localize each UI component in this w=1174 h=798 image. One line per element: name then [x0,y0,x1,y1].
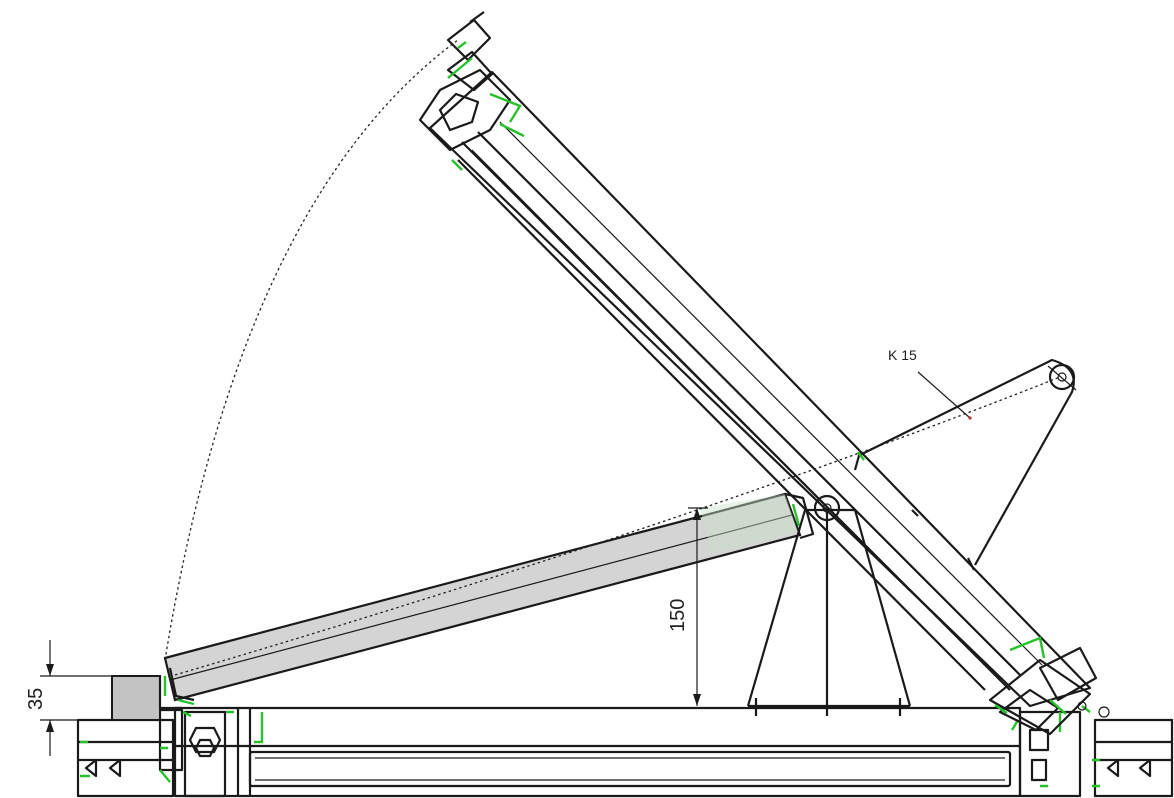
dim-150-label: 150 [667,599,689,632]
base-frame [173,706,1022,798]
pivot-joint [813,494,841,522]
dim-35-label: 35 [25,688,47,710]
lifted-sash [158,492,815,710]
right-profile [1010,710,1174,798]
support-stand [746,494,912,716]
open-sash [418,11,1110,736]
dimension-150: 150 [667,507,708,706]
frame-block [111,675,161,721]
k15-label: K 15 [888,347,917,363]
opening-arc [164,39,459,661]
k15-arm [853,358,1077,571]
lift-arc [174,376,1061,676]
k15-callout: K 15 [888,347,972,420]
left-profile [76,675,264,798]
dimension-35: 35 [25,640,112,756]
